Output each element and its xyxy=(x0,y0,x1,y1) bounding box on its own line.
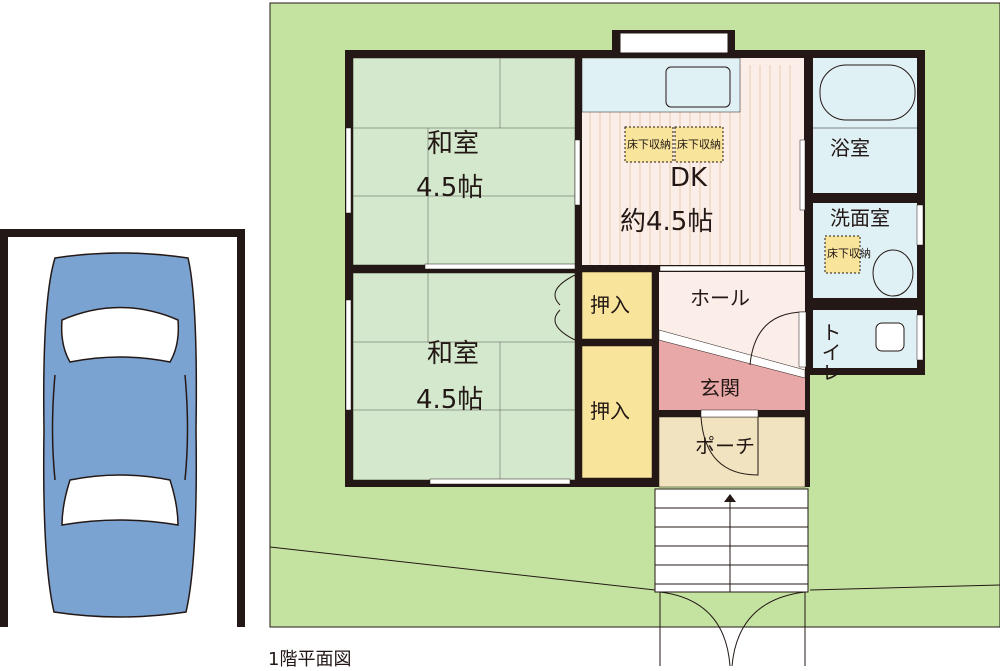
window xyxy=(916,314,924,361)
window xyxy=(345,127,352,214)
entrance-label: 玄関 xyxy=(700,376,740,400)
dk-size: 約4.5帖 xyxy=(620,207,713,237)
plan-title: 1階平面図 xyxy=(268,649,352,670)
bathtub-icon xyxy=(819,64,916,121)
toilet-icon xyxy=(875,322,905,352)
gate xyxy=(659,591,806,667)
sliding-door xyxy=(424,263,576,270)
entrance-stairs xyxy=(654,488,809,593)
washbasin-icon xyxy=(872,249,914,297)
closet-2-label: 押入 xyxy=(590,399,630,423)
underfloor-storage-label: 床下収納 xyxy=(677,137,721,151)
porch xyxy=(658,416,806,488)
window xyxy=(345,299,352,411)
washitsu-1-size: 4.5帖 xyxy=(416,173,483,203)
window xyxy=(429,478,571,485)
underfloor-storage xyxy=(624,126,674,163)
closet-1 xyxy=(581,271,653,340)
sliding-door xyxy=(659,265,806,272)
washitsu-1-name: 和室 xyxy=(427,129,479,159)
closet-1-label: 押入 xyxy=(590,293,630,317)
door-swing xyxy=(700,416,759,476)
window xyxy=(916,204,924,246)
dk-name: DK xyxy=(670,163,708,193)
boundary-line xyxy=(269,546,656,591)
hall-label: ホール xyxy=(690,286,750,310)
washitsu-2-name: 和室 xyxy=(427,339,479,369)
sliding-door xyxy=(574,139,581,206)
washitsu-2-size: 4.5帖 xyxy=(416,385,483,415)
underfloor-storage xyxy=(674,126,724,163)
underfloor-storage xyxy=(824,235,861,274)
up-arrow-icon xyxy=(724,494,736,502)
door-swing xyxy=(749,311,806,366)
garage xyxy=(0,229,245,627)
door-swing xyxy=(554,274,576,341)
underfloor-storage-label: 床下収納 xyxy=(827,246,871,260)
washitsu-2 xyxy=(352,272,576,481)
porch-label: ポーチ xyxy=(695,434,755,458)
washitsu-1 xyxy=(352,57,576,266)
hall-floor xyxy=(659,272,805,370)
toilet-label: トイレ xyxy=(818,322,842,382)
step xyxy=(658,329,806,379)
boundary-line xyxy=(809,584,1000,591)
floor-boards xyxy=(589,65,791,265)
car-icon xyxy=(42,252,198,618)
sliding-door xyxy=(799,139,806,211)
front-door xyxy=(700,409,759,418)
underfloor-storage-label: 床下収納 xyxy=(627,137,671,151)
window xyxy=(619,32,729,54)
toilet-door xyxy=(798,311,807,368)
sink-icon xyxy=(665,66,731,108)
washroom-label: 洗面室 xyxy=(830,206,890,230)
bath-label: 浴室 xyxy=(830,136,870,160)
closet-2 xyxy=(581,345,653,479)
